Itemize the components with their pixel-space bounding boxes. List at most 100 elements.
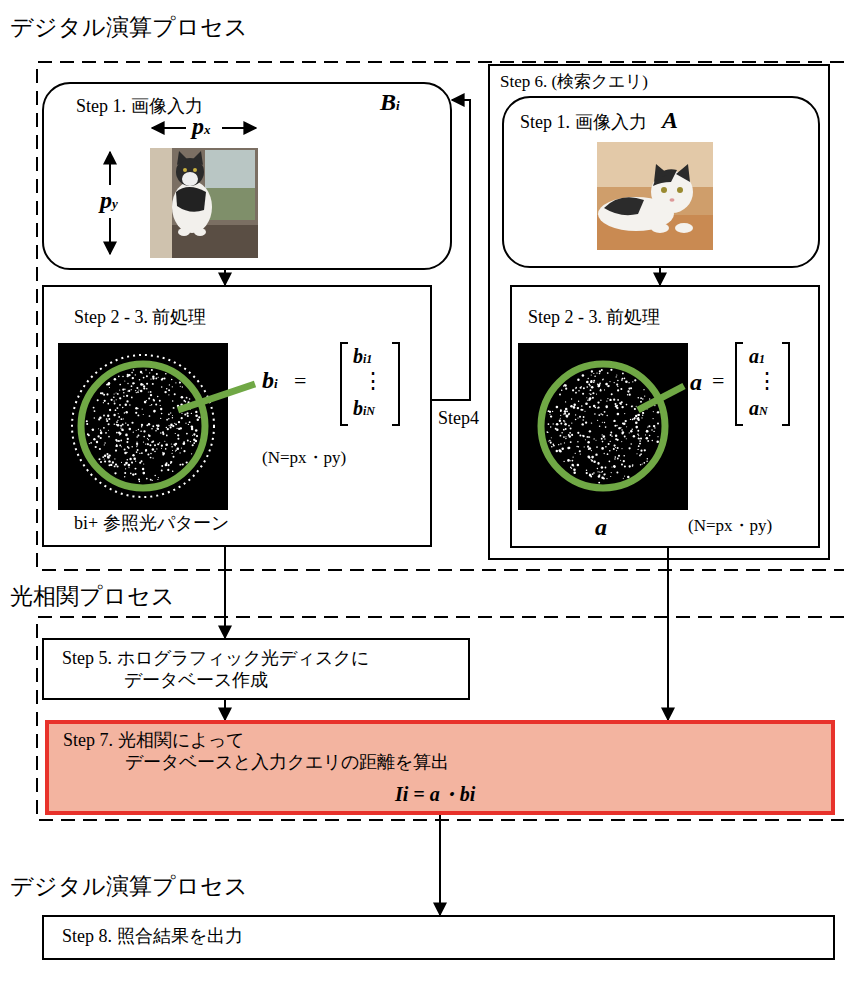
speckle-dot xyxy=(635,422,638,425)
speckle-dot xyxy=(126,452,127,453)
speckle-dot xyxy=(590,394,592,396)
speckle-dot xyxy=(141,460,143,462)
speckle-dot xyxy=(577,432,579,434)
speckle-dot xyxy=(143,377,145,379)
speckle-dot xyxy=(578,401,579,402)
speckle-dot xyxy=(601,466,604,469)
speckle-dot xyxy=(115,439,117,441)
speckle-dot xyxy=(148,439,149,440)
speckle-dot xyxy=(591,460,593,462)
speckle-dot xyxy=(613,399,615,401)
speckle-dot xyxy=(136,442,137,443)
speckle-dot xyxy=(575,414,576,415)
speckle-dot xyxy=(616,472,618,474)
speckle-dot xyxy=(610,432,612,434)
speckle-dot xyxy=(128,467,129,468)
speckle-dot xyxy=(568,425,570,427)
speckle-dot xyxy=(614,445,616,447)
speckle-dot xyxy=(104,400,106,402)
speckle-dot xyxy=(161,470,163,472)
speckle-dot xyxy=(124,476,125,477)
speckle-dot xyxy=(629,432,630,433)
cat-photo xyxy=(677,187,683,193)
speckle-dot xyxy=(157,426,158,427)
speckle-dot xyxy=(165,373,167,375)
speckle-dot xyxy=(193,442,195,444)
speckle-dot xyxy=(191,413,192,414)
speckle-dot xyxy=(135,374,136,375)
speckle-dot xyxy=(145,444,146,445)
speckle-dot xyxy=(106,393,108,395)
speckle-dot xyxy=(113,414,115,416)
speckle-dot xyxy=(571,464,574,467)
speckle-dot xyxy=(108,454,110,456)
speckle-dot xyxy=(136,392,137,393)
speckle-dot xyxy=(607,385,608,386)
speckle-dot xyxy=(188,424,189,425)
speckle-dot xyxy=(116,399,117,400)
speckle-dot xyxy=(578,446,579,447)
speckle-dot xyxy=(573,472,576,475)
matrix-bracket xyxy=(392,343,399,425)
speckle-dot xyxy=(133,457,136,460)
speckle-dot xyxy=(551,437,552,438)
speckle-dot xyxy=(114,465,116,467)
speckle-dot xyxy=(637,397,639,399)
vector-element: bi1 xyxy=(353,346,372,366)
speckle-dot xyxy=(568,414,570,416)
speckle-dot xyxy=(580,387,582,389)
speckle-dot xyxy=(129,458,131,460)
speckle-dot xyxy=(156,448,157,449)
speckle-dot xyxy=(638,438,640,440)
speckle-dot xyxy=(140,431,142,433)
speckle-dot xyxy=(185,423,186,424)
speckle-dot xyxy=(561,390,562,391)
speckle-dot xyxy=(564,384,566,386)
process-region: デジタル演算プロセスStep 1. 画像入力BiStep 2 - 3. 前処理b… xyxy=(36,62,844,570)
speckle-dot xyxy=(627,390,629,392)
speckle-dot xyxy=(616,439,618,441)
speckle-dot xyxy=(592,392,594,394)
speckle-dot xyxy=(139,453,140,454)
speckle-dot xyxy=(114,472,116,474)
cat-photo xyxy=(150,148,258,258)
matrix-bracket xyxy=(341,343,789,425)
speckle-dot xyxy=(610,476,611,477)
speckle-dot xyxy=(93,407,95,409)
formula-note: (N=px・py) xyxy=(262,448,346,468)
speckle-dot xyxy=(560,410,562,412)
speckle-dot xyxy=(109,409,111,411)
speckle-dot xyxy=(590,389,592,391)
speckle-dot xyxy=(615,405,617,407)
speckle-dot xyxy=(590,381,592,383)
box-text: bi+ 参照光パターン xyxy=(74,513,229,535)
speckle-dot xyxy=(602,441,604,443)
speckle-dot xyxy=(149,444,151,446)
speckle-dot xyxy=(125,404,127,406)
speckle-dot xyxy=(175,451,176,452)
speckle-dot xyxy=(617,458,619,460)
speckle-dot xyxy=(143,430,145,432)
speckle-dot xyxy=(608,443,610,445)
speckle-dot xyxy=(605,446,607,448)
region-dashes xyxy=(37,617,844,820)
speckle-dot xyxy=(178,421,180,423)
speckle-dot xyxy=(621,406,623,408)
box-title: Step 7. 光相関によって データベースと入力クエリの距離を算出 xyxy=(63,730,503,773)
speckle-dot xyxy=(151,428,153,430)
speckle-dot xyxy=(136,451,138,453)
speckle-dot xyxy=(131,446,133,448)
speckle-pattern xyxy=(72,355,214,497)
speckle-dot xyxy=(618,427,620,429)
speckle-dot xyxy=(119,434,120,435)
speckle-dot xyxy=(577,379,579,381)
speckle-dot xyxy=(609,460,611,462)
speckle-dot xyxy=(161,448,162,449)
speckle-dot xyxy=(122,407,123,408)
speckle-dot xyxy=(124,472,126,474)
speckle-dot xyxy=(637,433,639,435)
cat-photo xyxy=(194,228,206,236)
speckle-dot xyxy=(553,445,555,447)
speckle-dot xyxy=(638,419,640,421)
speckle-dot xyxy=(638,414,640,416)
